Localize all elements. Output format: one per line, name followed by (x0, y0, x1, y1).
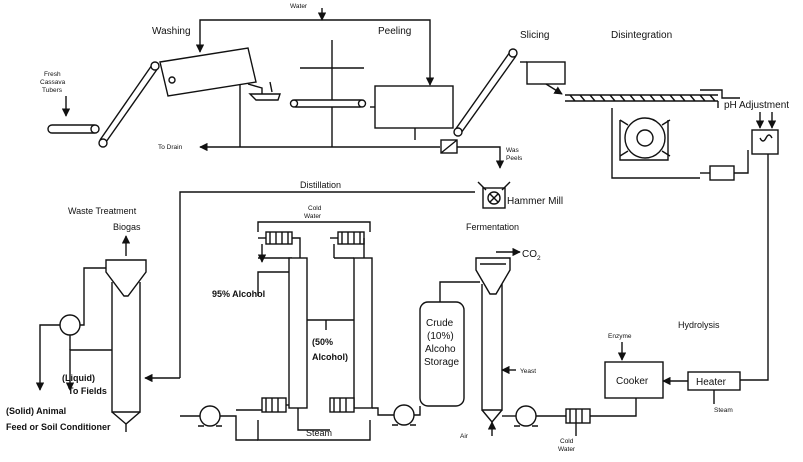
biogas-label: Biogas (113, 222, 141, 232)
transfer-conveyor (291, 99, 365, 108)
distillation-label: Distillation (300, 180, 341, 190)
slurry-to-hydrolysis-line (740, 154, 769, 381)
washing-drum (159, 47, 257, 97)
hydrolysis-label: Hydrolysis (678, 320, 720, 330)
fresh-tubers-label-2: Cassava (40, 79, 66, 86)
cold-water-bottom-label-1: Cold (560, 438, 574, 445)
ph-adjustment-label: pH Adjustment (724, 100, 789, 111)
fermenter (475, 257, 511, 295)
disintegration-label: Disintegration (611, 30, 672, 41)
cold-water-top-label-2: Water (304, 213, 322, 220)
hammer-mill-label: Hammer Mill (507, 196, 563, 207)
distillation-column-2 (353, 257, 373, 409)
transfer-chute (248, 93, 281, 101)
washing-label: Washing (152, 26, 191, 37)
reboiler-2 (329, 397, 355, 413)
yeast-label: Yeast (520, 368, 536, 375)
cold-water-bottom-label-2: Water (558, 446, 576, 453)
crude-alcohol-storage (419, 301, 465, 407)
steam-right-label: Steam (714, 407, 733, 414)
heater-label: Heater (696, 377, 727, 388)
alcohol-95-label: 95% Alcohol (212, 289, 265, 299)
fermentation-label: Fermentation (466, 222, 519, 232)
water-top-label: Water (290, 3, 308, 10)
waste-treatment-label: Waste Treatment (68, 206, 137, 216)
column-feed-pump (199, 405, 221, 427)
alcohol-50-label-2: Alcohol) (312, 352, 348, 362)
fresh-tubers-label-1: Fresh (44, 71, 61, 78)
storage-pump (393, 404, 415, 426)
steam-bottom-label: Steam (306, 428, 332, 438)
to-drain-label: To Drain (158, 144, 183, 151)
distillation-column-1 (288, 257, 308, 409)
waste-peels-label-2: Peels (506, 155, 523, 162)
cold-water-top-label-1: Cold (308, 205, 322, 212)
co2-label: CO (522, 249, 537, 260)
inclined-conveyor-1 (99, 64, 153, 141)
solid-label-1: (Solid) Animal (6, 406, 66, 416)
slicer (526, 61, 566, 85)
biogas-digester (105, 259, 147, 297)
crude-label-3: Alcoho (425, 344, 456, 355)
peeling-drum (374, 85, 454, 129)
digester-recycle-pump (59, 314, 81, 336)
co2-subscript: 2 (537, 255, 541, 262)
enzyme-label: Enzyme (608, 333, 632, 340)
water-header-line (199, 19, 435, 86)
solid-label-2: Feed or Soil Conditioner (6, 422, 111, 432)
distillation-feed-line (179, 191, 475, 378)
waste-peels-label-1: Was (506, 147, 520, 154)
alcohol-50-label-1: (50% (312, 337, 333, 347)
crude-label-1: Crude (426, 318, 454, 329)
air-label: Air (460, 433, 469, 440)
ph-adjustment-tank (751, 129, 779, 155)
slurry-pump (709, 165, 735, 181)
slicing-label: Slicing (520, 30, 549, 41)
cooker-label: Cooker (616, 376, 649, 387)
liquid-label-2: To Fields (68, 386, 107, 396)
crude-label-2: (10%) (427, 331, 454, 342)
screw-conveyor (565, 94, 718, 102)
fermenter-feed-pump (515, 405, 537, 427)
liquid-label-1: (Liquid) (62, 373, 95, 383)
crude-label-4: Storage (424, 357, 459, 368)
inclined-conveyor-2 (454, 51, 511, 131)
fresh-tubers-label-3: Tubers (42, 87, 63, 94)
peeling-label: Peeling (378, 26, 411, 37)
